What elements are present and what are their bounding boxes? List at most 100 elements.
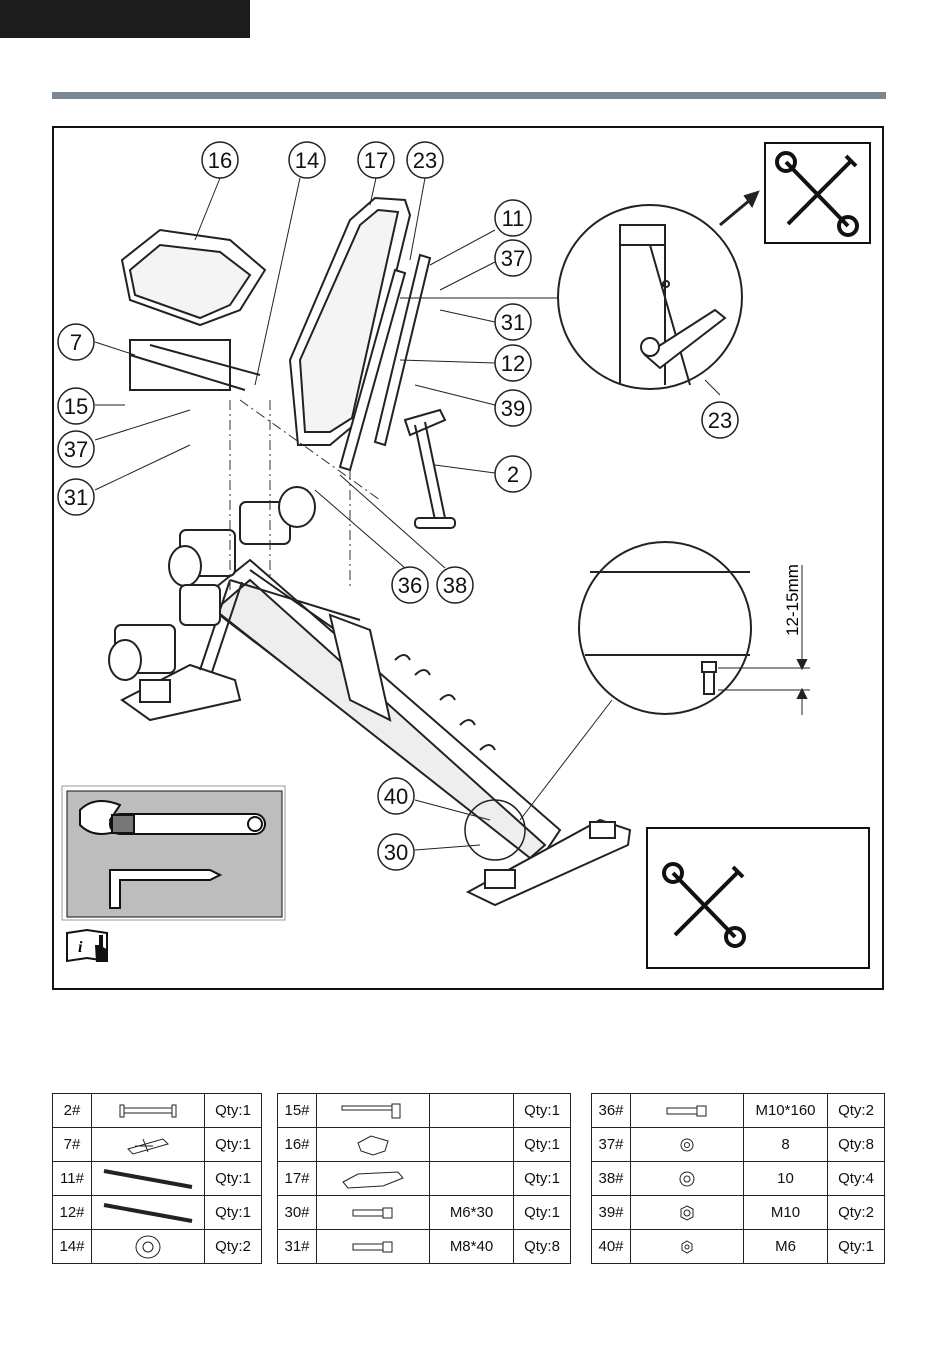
part-number: 2# [53,1094,92,1128]
svg-text:17: 17 [364,148,388,173]
part-image-30 [317,1196,430,1230]
part-image-31 [317,1230,430,1264]
callout-14: 14 [289,142,325,178]
svg-text:40: 40 [384,784,408,809]
svg-text:36: 36 [398,573,422,598]
svg-text:2: 2 [507,462,519,487]
part-qty: Qty:2 [828,1196,885,1230]
svg-text:38: 38 [443,573,467,598]
part-qty: Qty:1 [514,1094,571,1128]
table-row: 7# Qty:1 [53,1128,262,1162]
part-spec: M10*160 [744,1094,828,1128]
part-spec: M8*40 [430,1230,514,1264]
part-image-15 [317,1094,430,1128]
svg-text:31: 31 [64,485,88,510]
part-qty: Qty:2 [828,1094,885,1128]
pin-detail-circle [400,192,758,389]
table-row: 12# Qty:1 [53,1196,262,1230]
callout-23: 23 [407,142,443,178]
table-row: 15# Qty:1 [278,1094,571,1128]
svg-text:14: 14 [295,148,319,173]
part-qty: Qty:1 [828,1230,885,1264]
part-spec [430,1094,514,1128]
callout-23b: 23 [702,402,738,438]
part-qty: Qty:1 [205,1094,262,1128]
dimension-label: 12-15mm [783,564,802,636]
callout-38: 38 [437,567,473,603]
callout-16: 16 [202,142,238,178]
part-number: 15# [278,1094,317,1128]
table-row: 38# 10 Qty:4 [592,1162,885,1196]
svg-text:30: 30 [384,840,408,865]
part-image-14 [92,1230,205,1264]
table-row: 37# 8 Qty:8 [592,1128,885,1162]
info-manual-icon: i [67,930,108,962]
part-number: 31# [278,1230,317,1264]
part-spec: M10 [744,1196,828,1230]
callout-7: 7 [58,324,94,360]
table-row: 31# M8*40 Qty:8 [278,1230,571,1264]
part-spec: M6*30 [430,1196,514,1230]
part-spec: M6 [744,1230,828,1264]
parts-table-2: 15# Qty:1 16# Qty:1 17# Qty:1 30# M6*30 … [277,1093,571,1264]
callout-40: 40 [378,778,414,814]
table-row: 2# Qty:1 [53,1094,262,1128]
part-qty: Qty:1 [205,1162,262,1196]
part-image-39 [631,1196,744,1230]
callout-39: 39 [495,390,531,426]
part-number: 16# [278,1128,317,1162]
part-number: 40# [592,1230,631,1264]
tools-icon-bottom [647,828,869,968]
part-number: 37# [592,1128,631,1162]
part-image-16 [317,1128,430,1162]
svg-text:11: 11 [502,206,525,231]
callout-36: 36 [392,567,428,603]
callout-2: 2 [495,456,531,492]
part-spec [430,1162,514,1196]
svg-text:31: 31 [501,310,525,335]
table-row: 17# Qty:1 [278,1162,571,1196]
table-row: 11# Qty:1 [53,1162,262,1196]
svg-text:37: 37 [64,437,88,462]
part-spec: 10 [744,1162,828,1196]
table-row: 40# M6 Qty:1 [592,1230,885,1264]
part-number: 7# [53,1128,92,1162]
part-number: 38# [592,1162,631,1196]
part-image-2 [92,1094,205,1128]
table-row: 39# M10 Qty:2 [592,1196,885,1230]
assembly-diagram: 12-15mm [0,0,950,1000]
part-spec: 8 [744,1128,828,1162]
part-spec [430,1128,514,1162]
part-qty: Qty:2 [205,1230,262,1264]
callout-17: 17 [358,142,394,178]
callout-37b: 37 [58,431,94,467]
table-row: 30# M6*30 Qty:1 [278,1196,571,1230]
part-number: 12# [53,1196,92,1230]
parts-table-3: 36# M10*160 Qty:2 37# 8 Qty:8 38# 10 Qty… [591,1093,885,1264]
svg-text:15: 15 [64,394,88,419]
svg-text:7: 7 [70,330,82,355]
parts-table-1: 2# Qty:1 7# Qty:1 11# Qty:1 12# Qty:1 14… [52,1093,262,1264]
part-qty: Qty:1 [514,1128,571,1162]
callout-15: 15 [58,388,94,424]
svg-text:37: 37 [501,246,525,271]
part-image-12 [92,1196,205,1230]
part-number: 36# [592,1094,631,1128]
svg-text:12: 12 [501,351,525,376]
part-qty: Qty:1 [205,1128,262,1162]
part-number: 30# [278,1196,317,1230]
part-image-37 [631,1128,744,1162]
table-row: 36# M10*160 Qty:2 [592,1094,885,1128]
callout-31: 31 [495,304,531,340]
part-qty: Qty:4 [828,1162,885,1196]
part-qty: Qty:1 [514,1162,571,1196]
callout-37: 37 [495,240,531,276]
part-image-36 [631,1094,744,1128]
part-image-17 [317,1162,430,1196]
callout-11: 11 [495,200,531,236]
svg-text:i: i [78,939,83,956]
part-qty: Qty:8 [514,1230,571,1264]
tools-panel [62,786,285,920]
table-row: 14# Qty:2 [53,1230,262,1264]
callout-31b: 31 [58,479,94,515]
